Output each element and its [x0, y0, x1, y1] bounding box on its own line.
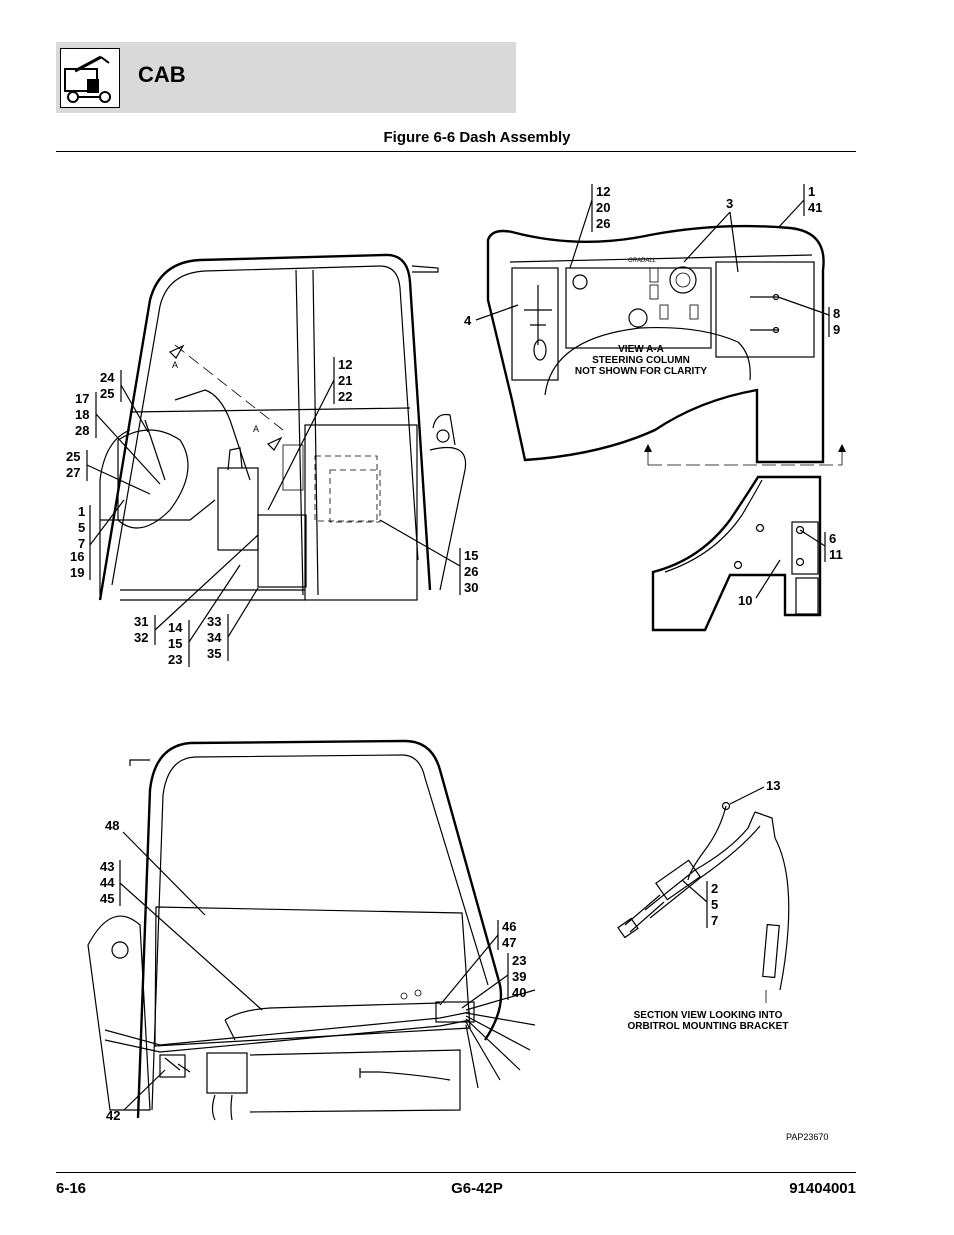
svg-text:10: 10 [738, 593, 752, 608]
svg-text:39: 39 [512, 969, 526, 984]
callout-46-47: 46 47 [439, 919, 516, 1006]
svg-text:15: 15 [464, 548, 478, 563]
callout-42: 42 [106, 1069, 166, 1123]
svg-text:1: 1 [808, 184, 815, 199]
callout-8-9: 8 9 [777, 296, 840, 337]
svg-text:41: 41 [808, 200, 822, 215]
cab-harness-view [87, 739, 536, 1121]
svg-text:44: 44 [100, 875, 115, 890]
view-aa-caption-line1: VIEW A-A [618, 344, 664, 355]
figure-title: Figure 6-6 Dash Assembly [383, 129, 571, 146]
dash-side-section [651, 475, 822, 632]
svg-text:24: 24 [100, 370, 115, 385]
svg-text:31: 31 [134, 614, 148, 629]
orbitrol-caption-line1: SECTION VIEW LOOKING INTO [634, 1010, 783, 1021]
orbitrol-caption-line2: ORBITROL MOUNTING BRACKET [628, 1021, 789, 1032]
svg-text:45: 45 [100, 891, 114, 906]
svg-text:16: 16 [70, 549, 84, 564]
cab-iso-view: A A [98, 253, 467, 601]
svg-text:21: 21 [338, 373, 352, 388]
footer-page-number: 6-16 [56, 1180, 87, 1197]
orbitrol-section-view: SECTION VIEW LOOKING INTO ORBITROL MOUNT… [617, 801, 790, 1032]
svg-text:27: 27 [66, 465, 80, 480]
svg-text:25: 25 [100, 386, 114, 401]
callout-12-21-22: 12 21 22 [267, 357, 352, 511]
svg-text:9: 9 [833, 322, 840, 337]
svg-text:2: 2 [711, 881, 718, 896]
svg-text:28: 28 [75, 423, 89, 438]
svg-text:3: 3 [726, 196, 733, 211]
section-marker-a-upper: A [172, 360, 178, 370]
svg-text:23: 23 [512, 953, 526, 968]
svg-text:23: 23 [168, 652, 182, 667]
callout-14-15-23: 14 15 23 [168, 564, 241, 667]
svg-text:7: 7 [78, 536, 85, 551]
svg-text:6: 6 [829, 531, 836, 546]
svg-text:22: 22 [338, 389, 352, 404]
view-aa-caption-line2: STEERING COLUMN [592, 355, 690, 366]
callout-17-18-28: 17 18 28 [75, 391, 161, 485]
section-marker-a-lower: A [253, 424, 259, 434]
view-aa-dash-panel: GRADALL VIEW A-A STEERING COLUMN NOT SHO… [486, 224, 846, 466]
drawing-number: PAP23670 [786, 1132, 828, 1142]
svg-text:18: 18 [75, 407, 89, 422]
svg-text:34: 34 [207, 630, 222, 645]
svg-text:26: 26 [596, 216, 610, 231]
callout-48: 48 [105, 818, 206, 916]
footer-model: G6-42P [451, 1180, 503, 1197]
callout-43-44-45: 43 44 45 [100, 859, 263, 1011]
callout-31-32: 31 32 [134, 534, 259, 645]
footer-part-number: 91404001 [789, 1180, 856, 1197]
svg-text:46: 46 [502, 919, 516, 934]
callout-1-41: 1 41 [777, 184, 822, 229]
footer-divider [56, 1172, 856, 1173]
svg-text:25: 25 [66, 449, 80, 464]
svg-text:19: 19 [70, 565, 84, 580]
callout-24-25: 24 25 [100, 370, 149, 433]
svg-text:13: 13 [766, 778, 780, 793]
callout-10: 10 [738, 559, 781, 608]
view-aa-caption-line3: NOT SHOWN FOR CLARITY [575, 366, 708, 377]
svg-text:14: 14 [168, 620, 183, 635]
svg-text:8: 8 [833, 306, 840, 321]
callout-1-5-7-16-19: 1 5 7 16 19 [70, 499, 125, 580]
callout-4: 4 [464, 304, 519, 328]
callout-6-11: 6 11 [799, 529, 843, 562]
svg-text:43: 43 [100, 859, 114, 874]
svg-text:20: 20 [596, 200, 610, 215]
svg-text:7: 7 [711, 913, 718, 928]
svg-text:4: 4 [464, 313, 472, 328]
svg-text:5: 5 [78, 520, 85, 535]
svg-text:40: 40 [512, 985, 526, 1000]
svg-text:12: 12 [338, 357, 352, 372]
svg-text:26: 26 [464, 564, 478, 579]
svg-text:17: 17 [75, 391, 89, 406]
svg-text:47: 47 [502, 935, 516, 950]
svg-text:12: 12 [596, 184, 610, 199]
callout-12-20-26: 12 20 26 [569, 184, 610, 269]
brand-mark: GRADALL [628, 258, 656, 264]
header-divider [56, 151, 856, 152]
callout-23-39-40: 23 39 40 [461, 953, 526, 1009]
callout-33-34-35: 33 34 35 [207, 587, 259, 661]
callout-13: 13 [729, 778, 780, 805]
svg-text:1: 1 [78, 504, 85, 519]
callout-3: 3 [683, 196, 739, 273]
svg-text:48: 48 [105, 818, 119, 833]
callout-25-27: 25 27 [66, 449, 151, 495]
header-band [56, 42, 516, 113]
svg-text:5: 5 [711, 897, 718, 912]
telehandler-logo-icon [60, 48, 120, 108]
svg-text:32: 32 [134, 630, 148, 645]
section-title: CAB [138, 62, 186, 87]
callout-15-26-30: 15 26 30 [379, 519, 478, 595]
svg-text:15: 15 [168, 636, 182, 651]
svg-text:42: 42 [106, 1108, 120, 1123]
svg-text:35: 35 [207, 646, 221, 661]
svg-text:11: 11 [829, 547, 843, 562]
callout-2-5-7: 2 5 7 [681, 879, 718, 928]
svg-text:33: 33 [207, 614, 221, 629]
svg-text:30: 30 [464, 580, 478, 595]
